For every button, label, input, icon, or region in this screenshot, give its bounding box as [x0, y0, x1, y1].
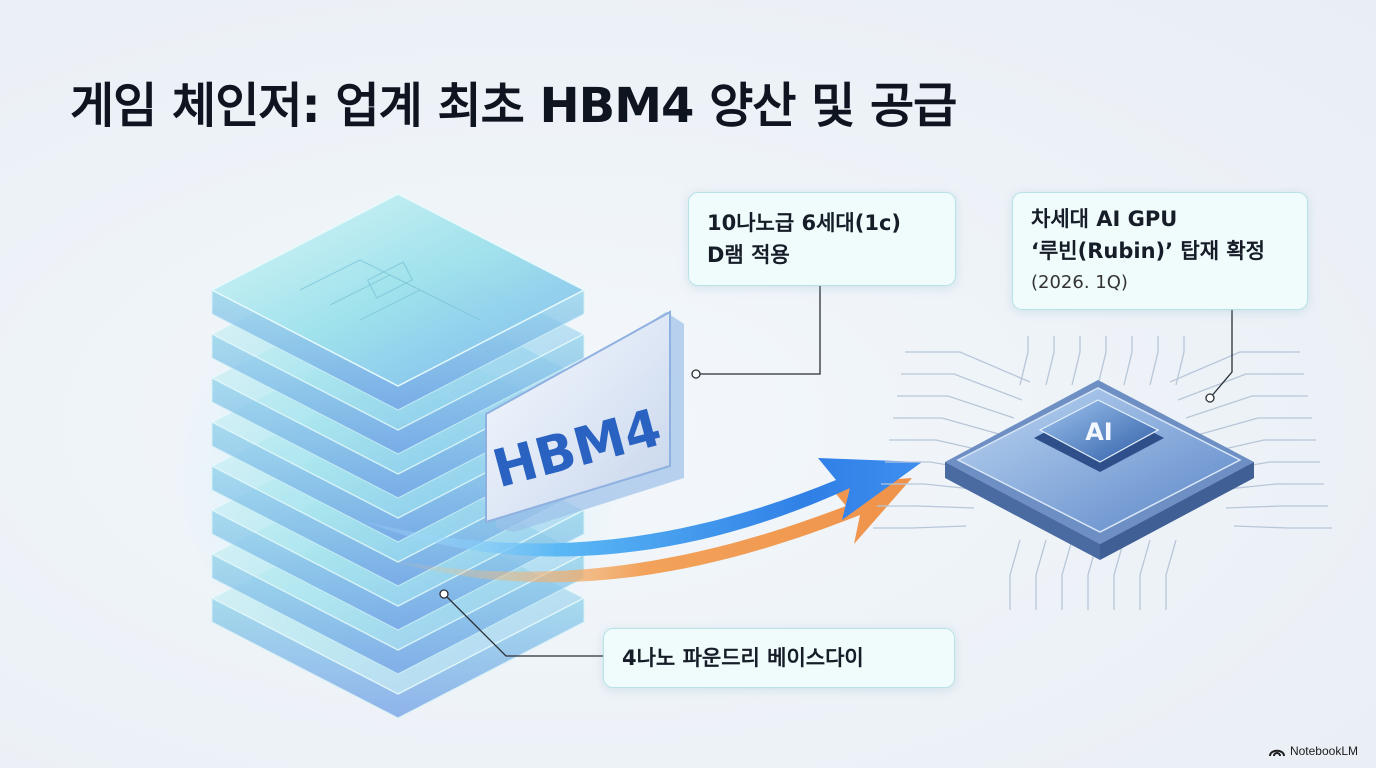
leader-dot-base-die — [439, 589, 449, 599]
flow-arrow — [360, 458, 922, 583]
circuit-trace — [1165, 539, 1177, 610]
circuit-trace — [873, 525, 967, 529]
circuit-trace — [905, 351, 1031, 383]
circuit-trace — [1113, 539, 1125, 610]
leader-lines — [443, 286, 1233, 657]
circuit-trace — [1233, 525, 1332, 529]
memory-layer-top — [210, 193, 586, 387]
leader-dot-gpu — [1205, 393, 1215, 403]
callout-gpu-line1: 차세대 AI GPU — [1031, 207, 1178, 231]
circuit-trace — [1123, 336, 1133, 386]
circuit-trace — [877, 505, 975, 509]
circuit-trace — [901, 373, 1023, 401]
circuit-trace — [881, 483, 983, 491]
circuit-trace — [1019, 336, 1029, 386]
hbm4-label-plate: HBM4 — [485, 310, 684, 532]
circuit-trace — [1225, 505, 1328, 509]
ai-chip-text: AI — [1085, 418, 1113, 446]
circuit-trace — [1071, 336, 1081, 386]
brand-watermark: NotebookLM — [1268, 744, 1358, 758]
notebooklm-logo-icon — [1268, 749, 1285, 757]
circuit-trace — [1045, 336, 1055, 386]
callout-base-die-line1: 4나노 파운드리 베이스다이 — [622, 646, 864, 670]
callout-dram-line2: D램 적용 — [707, 243, 790, 267]
callout-ai-gpu: 차세대 AI GPU ‘루빈(Rubin)’ 탑재 확정 (2026. 1Q) — [1012, 192, 1308, 310]
circuit-trace — [1061, 539, 1073, 610]
circuit-trace — [893, 417, 1007, 437]
callout-gpu-line2: ‘루빈(Rubin)’ 탑재 확정 — [1031, 239, 1265, 263]
callout-dram-process: 10나노급 6세대(1c) D램 적용 — [688, 192, 956, 286]
circuit-trace — [1097, 336, 1107, 386]
ai-gpu-chip: AI — [873, 336, 1332, 610]
page-title: 게임 체인저: 업계 최초 HBM4 양산 및 공급 — [70, 78, 957, 134]
circuit-trace — [1009, 539, 1021, 610]
circuit-trace — [1149, 336, 1159, 386]
brand-name: NotebookLM — [1289, 744, 1358, 758]
callout-base-die: 4나노 파운드리 베이스다이 — [603, 628, 955, 688]
circuit-trace — [1185, 395, 1308, 419]
callout-dram-line1: 10나노급 6세대(1c) — [707, 211, 902, 235]
circuit-trace — [1175, 336, 1185, 386]
circuit-trace — [1177, 373, 1304, 401]
leader-dot-process — [691, 369, 701, 379]
circuit-trace — [1139, 539, 1151, 610]
circuit-trace — [897, 395, 1015, 419]
callout-gpu-line3: (2026. 1Q) — [1031, 272, 1128, 293]
circuit-trace — [1035, 539, 1047, 610]
circuit-trace — [1193, 417, 1312, 437]
circuit-trace — [1217, 483, 1324, 491]
circuit-trace — [1169, 351, 1300, 383]
